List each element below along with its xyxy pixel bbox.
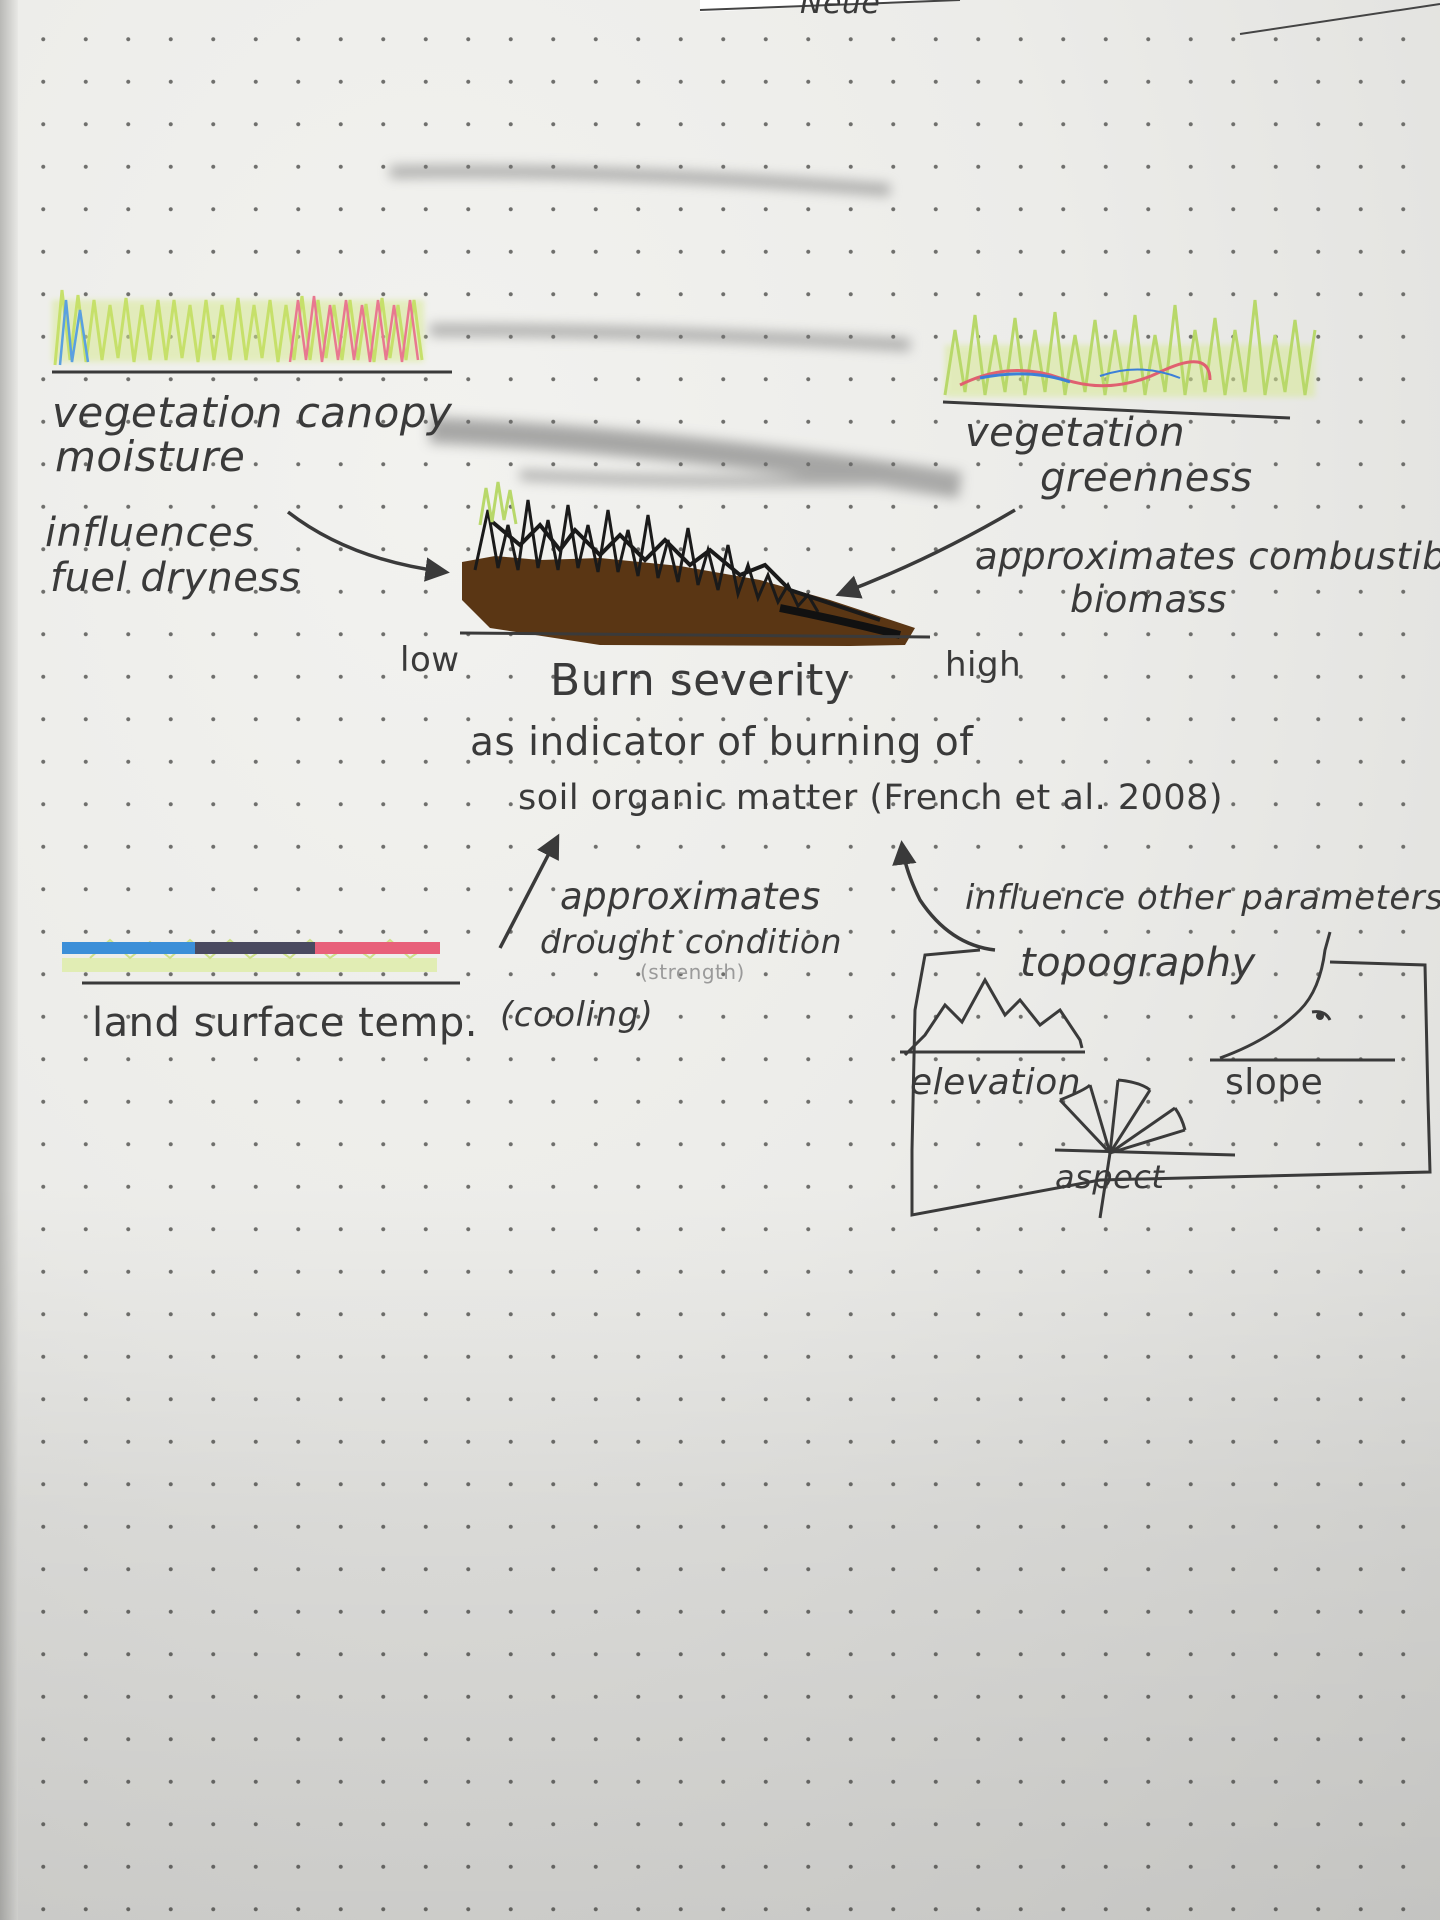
aspect-label: aspect xyxy=(1055,1158,1165,1196)
burn-severity-line2: as indicator of burning of xyxy=(470,720,974,765)
arrow-greenness-to-burn xyxy=(835,508,1016,599)
arrow-topography-to-burn xyxy=(892,840,996,952)
pencil-smudges xyxy=(389,165,962,498)
top-paper-edge xyxy=(699,0,1440,35)
elevation-label: elevation xyxy=(910,1062,1082,1103)
lst-cooling: (cooling) xyxy=(500,995,654,1035)
arrow-lst-to-burn xyxy=(498,833,560,949)
arrow-canopy-to-burn xyxy=(286,510,450,582)
lst-label: land surface temp. xyxy=(92,1000,478,1046)
high-label: high xyxy=(945,645,1022,685)
land-surface-temp-strip xyxy=(62,938,460,985)
greenness-label-line2: greenness xyxy=(1040,455,1253,501)
page-edge xyxy=(0,0,18,1920)
greenness-grass xyxy=(942,299,1317,420)
lst-note: (strength) xyxy=(640,960,745,984)
canopy-annotation-line2: fuel dryness xyxy=(50,555,302,601)
top-corner-text: Neue xyxy=(800,0,881,21)
aspect-fan xyxy=(1054,1078,1236,1219)
elevation-mountains xyxy=(903,976,1084,1057)
greenness-label-line1: vegetation xyxy=(965,410,1186,456)
canopy-moisture-grass xyxy=(52,289,452,374)
canopy-moisture-label-line1: vegetation canopy xyxy=(52,388,453,437)
greenness-annotation-line2: biomass xyxy=(1070,578,1228,621)
topography-annotation: influence other parameters xyxy=(965,878,1440,918)
burn-severity-title: Burn severity xyxy=(550,655,851,706)
canopy-moisture-label-line2: moisture xyxy=(55,432,246,481)
slope-curve xyxy=(1219,931,1332,1060)
lst-annotation-line2: drought condition xyxy=(540,922,842,961)
lst-annotation-line1: approximates xyxy=(560,875,821,918)
burn-severity-line3: soil organic matter (French et al. 2008) xyxy=(518,778,1224,818)
topography-title: topography xyxy=(1020,940,1256,986)
low-label: low xyxy=(400,640,460,680)
topography-box xyxy=(900,931,1432,1219)
slope-label: slope xyxy=(1225,1062,1324,1103)
burn-severity-drawing xyxy=(459,481,931,646)
arrows xyxy=(286,508,1016,952)
greenness-annotation-line1: approximates combustible xyxy=(975,535,1440,578)
canopy-annotation-line1: influences xyxy=(45,510,255,556)
